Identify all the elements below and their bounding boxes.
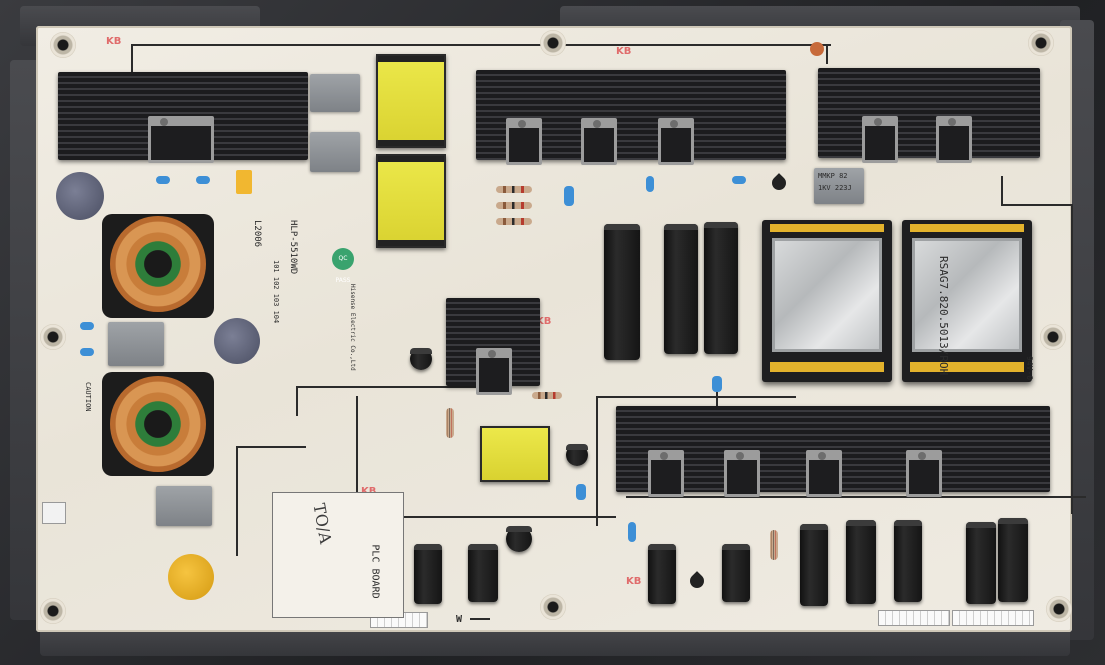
y-capacitor — [168, 554, 214, 600]
kb-mark: KB — [106, 36, 122, 47]
varistor — [56, 172, 104, 220]
polarity-mark — [687, 571, 707, 591]
varistor — [214, 318, 260, 364]
transformer-small — [480, 426, 550, 482]
lot-code: 101 102 103 104 — [272, 260, 280, 324]
x-capacitor — [310, 74, 360, 112]
x-capacitor — [310, 132, 360, 172]
kb-mark: KB — [616, 46, 632, 57]
date-code: L2006 — [252, 220, 262, 248]
kb-mark: KB — [626, 576, 642, 587]
model-text: HLP-5510WD — [288, 220, 298, 275]
plc-board-zone — [272, 492, 404, 618]
power-transformer-right — [902, 220, 1032, 382]
circuit-board: KB KB KB KB KB — [36, 26, 1086, 632]
side-text: 94V-0 — [1025, 356, 1034, 381]
transformer-top — [376, 54, 446, 148]
transformer-middle — [376, 154, 446, 248]
caution-text: CAUTION — [84, 382, 92, 412]
part-number: RSAG7.820.5013/ROH — [937, 256, 950, 376]
film-capacitor: MMKP 82 1KV 223J — [814, 168, 864, 204]
kb-mark: KB — [361, 486, 376, 497]
polarity-mark — [769, 173, 789, 193]
arrow-mark: W — [456, 614, 463, 625]
power-transformer-left — [762, 220, 892, 382]
toroid-choke-upper — [110, 216, 206, 312]
qc-pass-badge: QC PASS — [332, 248, 354, 284]
kb-mark: KB — [536, 316, 552, 327]
maker-text: Hisense Electric Co.,Ltd — [349, 284, 356, 371]
plc-board-label: PLC BOARD — [369, 544, 381, 599]
toroid-choke-lower — [110, 376, 206, 472]
x-capacitor — [156, 486, 212, 526]
x-capacitor — [108, 322, 164, 366]
heatsink-top-right — [818, 68, 1040, 158]
